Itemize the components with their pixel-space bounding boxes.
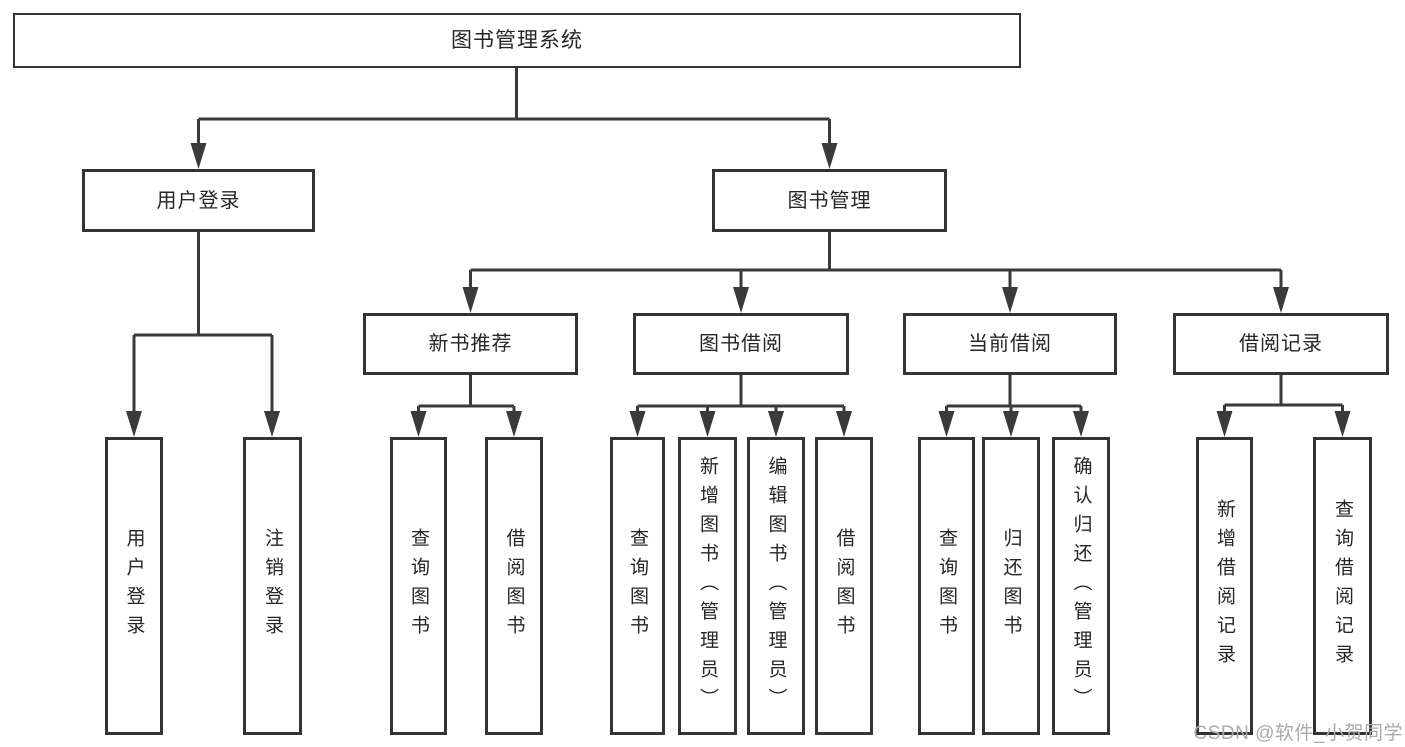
node-leaf-user-login: 用户登录 xyxy=(105,437,163,735)
node-leaf-add-borrow-record: 新增借阅记录 xyxy=(1196,437,1253,735)
connector-borrow-to-leaves xyxy=(636,375,846,420)
leaf-label: 新增图书（管理员） xyxy=(697,455,718,717)
node-leaf-recommend-query-books: 查询图书 xyxy=(390,437,447,735)
node-new-book-recommend: 新书推荐 xyxy=(363,313,578,375)
node-leaf-return-books: 归还图书 xyxy=(982,437,1040,735)
node-leaf-edit-books-admin: 编辑图书（管理员） xyxy=(747,437,805,735)
connector-bookmgmt-to-level3 xyxy=(469,232,1283,296)
leaf-label: 归还图书 xyxy=(1000,528,1022,644)
leaf-label: 查询借阅记录 xyxy=(1332,499,1353,673)
node-library-management-system: 图书管理系统 xyxy=(13,13,1021,68)
connector-userlogin-to-leaves xyxy=(132,232,274,420)
node-current-borrow: 当前借阅 xyxy=(903,313,1117,375)
node-leaf-add-books-admin: 新增图书（管理员） xyxy=(678,437,737,735)
connector-root-to-level2 xyxy=(197,68,831,152)
leaf-label: 注销登录 xyxy=(262,528,283,644)
leaf-label: 查询图书 xyxy=(408,528,429,644)
leaf-label: 用户登录 xyxy=(123,528,145,644)
node-leaf-query-borrow-record: 查询借阅记录 xyxy=(1313,437,1372,735)
connector-recommend-to-leaves xyxy=(417,375,516,420)
csdn-watermark: CSDN @软件_小贺同学 xyxy=(1193,723,1403,744)
connector-record-to-leaves xyxy=(1223,375,1344,420)
node-borrow-record: 借阅记录 xyxy=(1173,313,1389,375)
node-leaf-borrow-query-books: 查询图书 xyxy=(610,437,665,735)
node-leaf-confirm-return-admin: 确认归还（管理员） xyxy=(1052,437,1110,735)
leaf-label: 编辑图书（管理员） xyxy=(765,455,787,717)
leaf-label: 查询图书 xyxy=(936,528,957,644)
node-leaf-borrow-books: 借阅图书 xyxy=(815,437,873,735)
node-leaf-current-query-books: 查询图书 xyxy=(918,437,975,735)
leaf-label: 新增借阅记录 xyxy=(1214,499,1235,673)
node-user-login-module: 用户登录 xyxy=(82,169,315,232)
leaf-label: 确认归还（管理员） xyxy=(1070,455,1092,717)
arrowheads xyxy=(126,143,1351,437)
node-book-management-module: 图书管理 xyxy=(712,169,947,232)
leaf-label: 查询图书 xyxy=(627,528,648,644)
leaf-label: 借阅图书 xyxy=(833,528,855,644)
leaf-label: 借阅图书 xyxy=(503,528,525,644)
node-leaf-logout: 注销登录 xyxy=(243,437,302,735)
node-leaf-recommend-borrow-books: 借阅图书 xyxy=(485,437,543,735)
node-book-borrow: 图书借阅 xyxy=(633,313,849,375)
